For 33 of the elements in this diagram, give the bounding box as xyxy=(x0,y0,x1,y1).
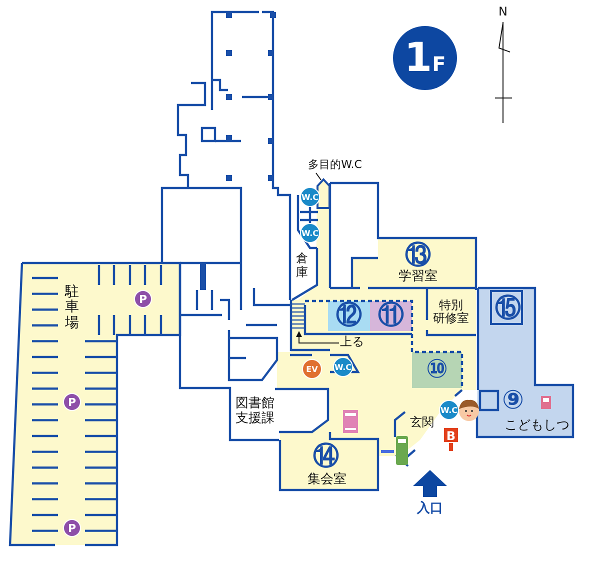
entrance-label: 入口 xyxy=(417,502,443,516)
room-name: 学習室 xyxy=(398,270,438,284)
small-room xyxy=(316,178,331,209)
restroom-sign: W.C xyxy=(439,400,459,420)
stair-label: 上る xyxy=(340,335,364,349)
room-number: ⑫ xyxy=(336,302,362,330)
leader-line xyxy=(316,172,322,180)
compass-letter: N xyxy=(498,5,508,19)
room-number: ⑮ xyxy=(495,294,521,324)
room-area xyxy=(490,290,523,325)
room-area xyxy=(352,238,476,288)
restroom-sign: W.C xyxy=(300,223,320,243)
room-name: 多目的W.C xyxy=(300,159,370,172)
room-number: ⑨ xyxy=(502,386,524,416)
room-name: 特別研修室 xyxy=(433,298,469,326)
floor-badge: 1F xyxy=(393,26,457,90)
room-name: 図書館支援課 xyxy=(234,397,276,427)
room-area xyxy=(370,301,412,331)
room-area xyxy=(328,301,370,331)
room-area xyxy=(10,263,181,546)
room-name: 倉庫 xyxy=(296,252,308,280)
room-number: ⑬ xyxy=(405,242,431,270)
room-name: 集会室 xyxy=(308,472,346,488)
room-number: ⑪ xyxy=(378,302,404,330)
room-area xyxy=(477,288,574,438)
room-name: こどもしつ xyxy=(504,418,570,434)
mailbox-sign: B xyxy=(443,427,459,443)
room-name: 駐車場 xyxy=(65,284,79,332)
room-name: 玄関 xyxy=(408,416,436,430)
room-number: ⑭ xyxy=(313,442,339,472)
restroom-sign: W.C xyxy=(300,187,320,207)
room-number: ⑩ xyxy=(426,356,448,384)
room-area xyxy=(412,352,462,388)
